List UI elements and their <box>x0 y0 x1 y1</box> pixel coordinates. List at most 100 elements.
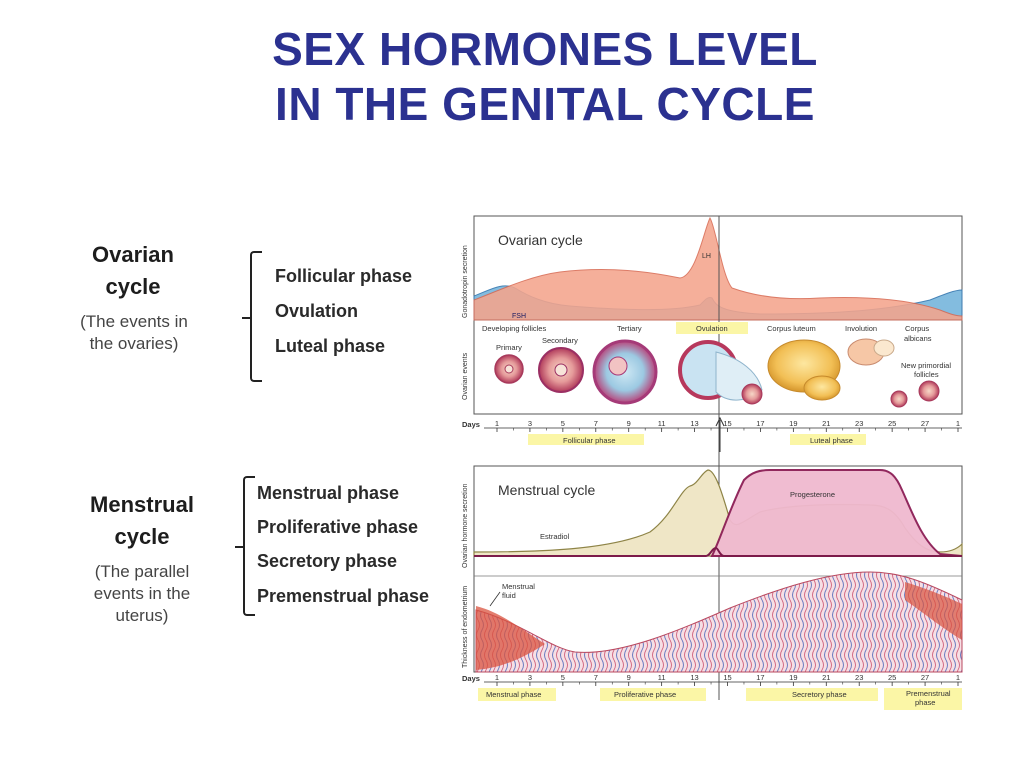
ovarian-heading: Ovarian cycle <box>58 239 208 303</box>
ovarian-phase-follicular: Follicular phase <box>275 266 413 286</box>
top-day-label: 17 <box>756 419 764 428</box>
top-day-label: 7 <box>594 419 598 428</box>
progesterone-label: Progesterone <box>790 490 835 499</box>
menstrual-phase-menstrual: Menstrual phase <box>257 483 400 503</box>
ovarian-brace <box>242 251 262 382</box>
corpus-albicans-shape <box>873 339 895 357</box>
menstrual-shedding-right <box>905 582 962 640</box>
ovulation-highlight <box>676 322 748 334</box>
developing-follicles-label: Developing follicles <box>482 324 546 333</box>
bottom-day-label: 11 <box>658 673 666 682</box>
corpus-albicans-label-1: Corpus <box>905 324 929 333</box>
menstrual-subtitle: (The parallel events in the uterus) <box>58 561 226 627</box>
menstrual-panel: Menstrual cycle Progesterone Estradiol O… <box>462 465 963 710</box>
bottom-day-label: 7 <box>594 673 598 682</box>
follicle-illustrations <box>494 338 940 408</box>
menstrual-phase-axis-label: Menstrual phase <box>486 690 541 699</box>
menstrual-shedding-left <box>476 606 545 670</box>
top-day-label: 21 <box>822 419 830 428</box>
top-day-label: 1 <box>956 419 960 428</box>
follicular-phase-highlight <box>528 434 644 445</box>
menstrual-fluid-label-2: fluid <box>502 591 516 600</box>
premenstrual-phase-highlight <box>884 688 962 710</box>
menstrual-brace <box>235 476 255 616</box>
title-line-1: SEX HORMONES LEVEL <box>272 23 818 75</box>
title-line-2: IN THE GENITAL CYCLE <box>275 78 815 130</box>
top-day-label: 11 <box>658 419 666 428</box>
menstrual-phase-premenstrual: Premenstrual phase <box>257 586 430 606</box>
tertiary-label: Tertiary <box>617 324 642 333</box>
baseline-hormone-line <box>474 546 962 557</box>
premenstrual-phase-label-1: Premenstrual <box>906 689 951 698</box>
menstrual-fluid-pointer <box>489 591 501 607</box>
bottom-day-label: 17 <box>756 673 764 682</box>
primary-oocyte <box>504 364 514 374</box>
corpus-luteum-lobe <box>803 375 841 401</box>
top-day-label: 23 <box>855 419 863 428</box>
primary-label: Primary <box>496 343 522 352</box>
proliferative-phase-axis-label: Proliferative phase <box>614 690 676 699</box>
ovarian-events-axis-label: Ovarian events <box>462 352 469 400</box>
primordial-follicle-2 <box>918 380 940 402</box>
luteal-phase-label: Luteal phase <box>810 436 853 445</box>
menstrual-heading-line-2: cycle <box>114 524 170 549</box>
top-day-label: 15 <box>723 419 731 428</box>
top-day-label: 19 <box>789 419 797 428</box>
top-day-label: 1 <box>495 419 499 428</box>
menstrual-phase-proliferative: Proliferative phase <box>257 517 419 537</box>
ovarian-hormone-axis-label: Ovarian hormone secretion <box>462 483 469 568</box>
ovarian-phase-ovulation: Ovulation <box>275 301 359 321</box>
menstrual-sub-line-1: (The parallel <box>94 562 190 581</box>
new-primordial-label-2: follicles <box>914 370 939 379</box>
endometrium-illustration <box>475 571 963 673</box>
primordial-follicle-1 <box>890 390 908 408</box>
ovarian-sub-line-1: (The events in <box>80 312 188 331</box>
ovarian-sub-line-2: the ovaries) <box>89 334 179 353</box>
secretory-phase-highlight <box>746 688 878 701</box>
premenstrual-phase-label-2: phase <box>915 698 935 707</box>
top-days-label: Days <box>462 420 480 429</box>
gonadotropin-axis-label: Gonadotropin secretion <box>462 245 469 318</box>
progesterone-curve <box>710 469 963 557</box>
ovarian-panel-title: Ovarian cycle <box>498 232 583 248</box>
top-day-label: 9 <box>627 419 631 428</box>
endometrium-axis-label: Thickness of endometrium <box>462 586 469 668</box>
bottom-day-label: 21 <box>822 673 830 682</box>
secretory-phase-axis-label: Secretory phase <box>792 690 847 699</box>
ovarian-heading-line-1: Ovarian <box>92 242 174 267</box>
released-oocyte <box>741 383 763 405</box>
menstrual-sub-line-3: uterus) <box>115 606 169 625</box>
bottom-day-label: 15 <box>723 673 731 682</box>
ovarian-subtitle: (The events in the ovaries) <box>52 311 216 355</box>
lh-label: LH <box>702 253 711 260</box>
corpus-luteum-label: Corpus luteum <box>767 324 816 333</box>
corpus-albicans-label-2: albicans <box>904 334 932 343</box>
top-day-label: 25 <box>888 419 896 428</box>
bottom-day-label: 1 <box>495 673 499 682</box>
menstrual-phase-secretory: Secretory phase <box>257 551 398 571</box>
bottom-day-label: 1 <box>956 673 960 682</box>
top-day-label: 27 <box>921 419 929 428</box>
menstrual-sub-line-2: events in the <box>93 584 191 603</box>
bottom-day-label: 13 <box>690 673 698 682</box>
top-day-label: 13 <box>690 419 698 428</box>
ovarian-phase-luteal: Luteal phase <box>275 336 386 356</box>
top-day-label: 3 <box>528 419 532 428</box>
slide-title: SEX HORMONES LEVEL IN THE GENITAL CYCLE <box>0 22 1024 132</box>
secondary-label: Secondary <box>542 336 578 345</box>
fsh-label: FSH <box>512 313 526 320</box>
menstrual-phase-highlight <box>478 688 556 701</box>
estradiol-label: Estradiol <box>540 532 570 541</box>
lh-curve <box>473 216 963 321</box>
menstrual-panel-title: Menstrual cycle <box>498 482 595 498</box>
bottom-day-label: 5 <box>561 673 565 682</box>
bottom-day-label: 25 <box>888 673 896 682</box>
secondary-oocyte <box>554 363 568 377</box>
ovulation-arrow-icon <box>715 416 725 452</box>
new-primordial-label-1: New primordial <box>901 361 951 370</box>
bottom-day-label: 9 <box>627 673 631 682</box>
ovarian-heading-line-2: cycle <box>105 274 161 299</box>
menstrual-heading: Menstrual cycle <box>62 489 222 553</box>
